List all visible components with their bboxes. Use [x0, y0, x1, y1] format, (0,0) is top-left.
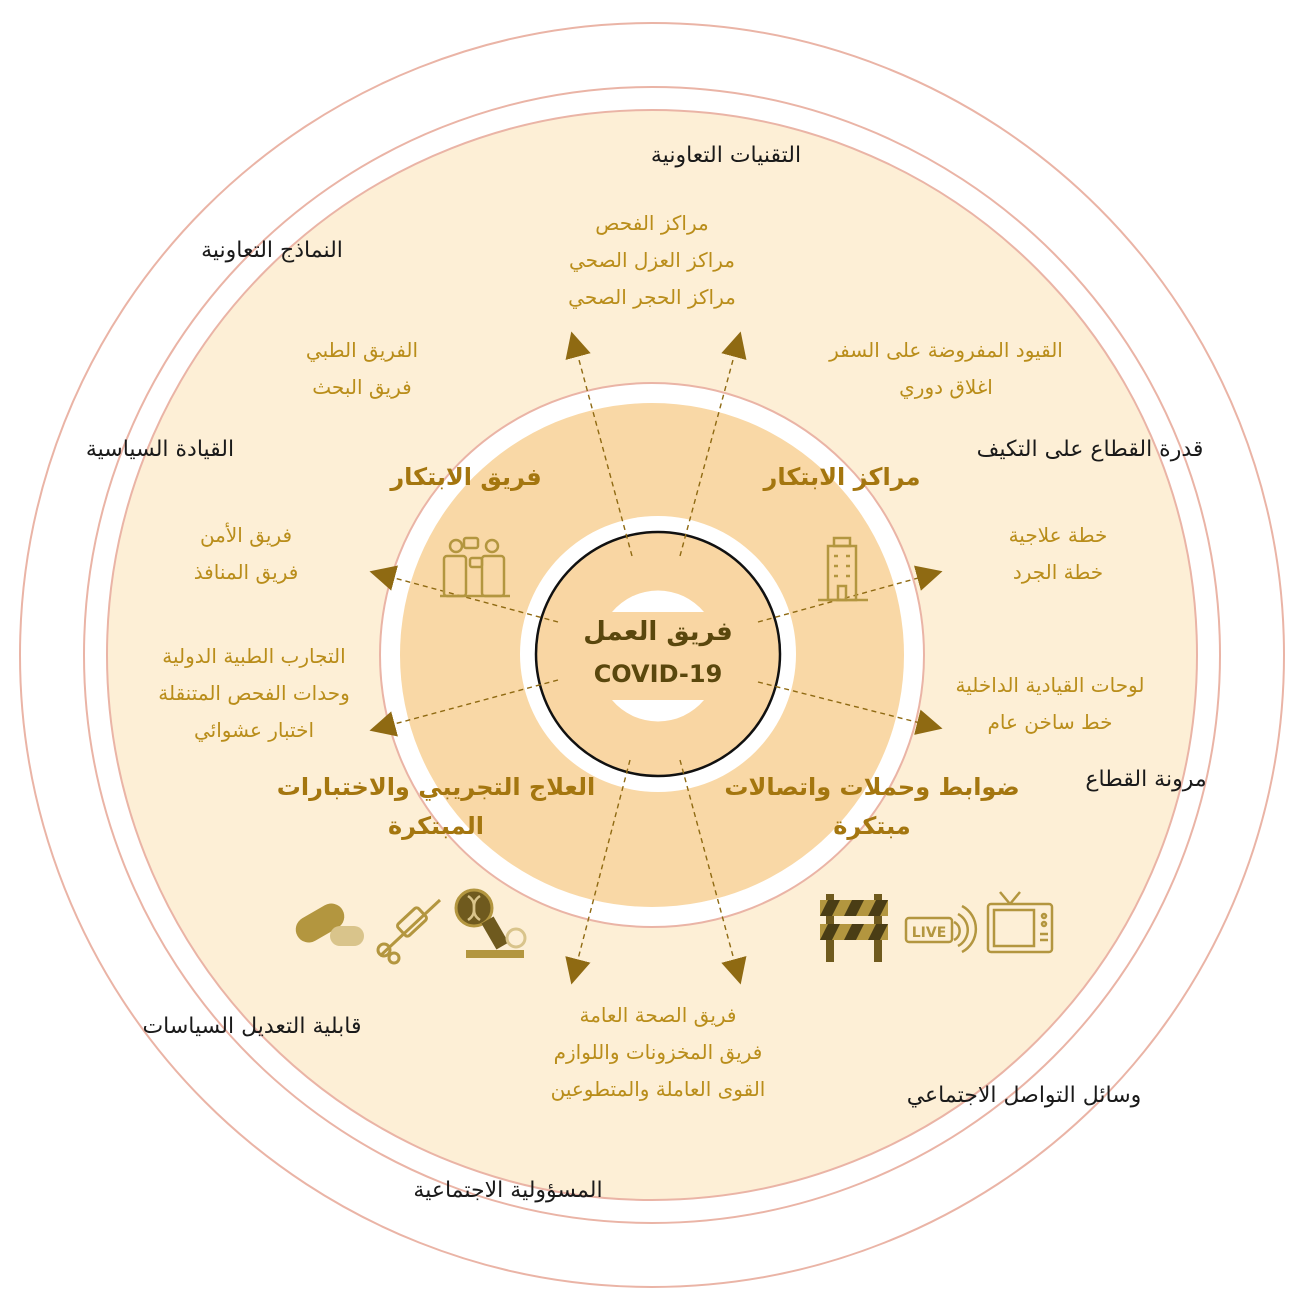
initiative-right-lower-1: لوحات القيادية الداخلية	[956, 673, 1145, 697]
heading-controls-line1: ضوابط وحملات واتصالات	[724, 773, 1019, 801]
initiative-left-lower-1: التجارب الطبية الدولية	[162, 644, 345, 668]
initiative-left-2: فريق المنافذ	[194, 560, 299, 584]
initiative-right-lower-2: خط ساخن عام	[988, 710, 1113, 734]
initiative-bottom-3: القوى العاملة والمتطوعين	[551, 1077, 766, 1101]
arrow-top-left	[565, 331, 633, 557]
dna-microscope-icon	[454, 888, 527, 958]
initiative-top-right-2: اغلاق دوري	[899, 375, 993, 400]
initiative-top-2: مراكز العزل الصحي	[569, 248, 735, 273]
center-circle	[534, 530, 782, 778]
initiative-top-left-1: الفريق الطبي	[306, 338, 418, 363]
heading-controls-line2: مبتكرة	[833, 812, 911, 840]
center-title: فريق العمل	[583, 617, 732, 647]
initiative-top-3: مراكز الحجر الصحي	[568, 285, 736, 310]
outer-label-lower-right: مرونة القطاع	[1085, 767, 1206, 792]
heading-innovation-team: فريق الابتكار	[389, 463, 541, 491]
arrow-right-upper	[757, 565, 943, 623]
outer-labels: التقنيات التعاونية النماذج التعاونية الق…	[86, 143, 1207, 1203]
initiative-top-left-2: فريق البحث	[312, 375, 411, 399]
live-broadcast-icon: LIVE	[904, 904, 978, 954]
outer-label-bottom-left: قابلية التعديل السياسات	[142, 1014, 361, 1039]
people-meeting-icon	[440, 536, 510, 598]
pills-icon	[295, 903, 364, 946]
initiative-right-2: خطة الجرد	[1013, 560, 1103, 584]
outer-label-top: التقنيات التعاونية	[651, 143, 801, 168]
quadrant-headings: مراكز الابتكار فريق الابتكار ضوابط وحملا…	[277, 463, 1020, 840]
initiative-left-lower-3: اختبار عشوائي	[194, 718, 314, 743]
television-icon	[986, 891, 1054, 954]
syringe-icon	[376, 898, 442, 965]
rings	[19, 22, 1285, 1288]
center-bottom-arc	[612, 700, 704, 722]
arrow-bottom-left	[565, 759, 631, 985]
outer-label-bottom-right: وسائل التواصل الاجتماعي	[907, 1083, 1142, 1108]
heading-treatment-line1: العلاج التجريبي والاختبارات	[277, 773, 595, 801]
outer-label-right: قدرة القطاع على التكيف	[977, 437, 1204, 462]
initiatives: مراكز الفحص مراكز العزل الصحي مراكز الحج…	[158, 211, 1144, 1101]
svg-text:LIVE: LIVE	[912, 925, 947, 941]
outer-label-upper-left: النماذج التعاونية	[201, 238, 343, 263]
arrow-right-lower	[757, 681, 943, 735]
initiative-top-right-1: القيود المفروضة على السفر	[828, 338, 1063, 362]
initiative-bottom-2: فريق المخزونات واللوازم	[554, 1040, 763, 1064]
initiative-right-1: خطة علاجية	[1009, 523, 1108, 547]
arrow-top-right	[679, 331, 747, 557]
initiative-top-1: مراكز الفحص	[595, 211, 708, 235]
center-label: فريق العمل COVID-19	[583, 617, 732, 688]
arrow-bottom-right	[679, 759, 747, 985]
heading-treatment-line2: المبتكرة	[388, 812, 484, 840]
arrows	[369, 331, 943, 985]
initiative-left-lower-2: وحدات الفحص المتنقلة	[158, 681, 350, 705]
initiative-left-1: فريق الأمن	[200, 523, 292, 547]
initiative-bottom-1: فريق الصحة العامة	[579, 1003, 736, 1027]
heading-innovation-centers: مراكز الابتكار	[763, 463, 921, 491]
center-subtitle: COVID-19	[594, 660, 723, 688]
outer-label-left: القيادة السياسية	[86, 437, 234, 462]
building-icon	[818, 536, 868, 602]
center-top-arc	[612, 590, 704, 612]
outer-label-bottom: المسؤولية الاجتماعية	[413, 1178, 602, 1203]
road-barrier-icon	[820, 894, 888, 962]
